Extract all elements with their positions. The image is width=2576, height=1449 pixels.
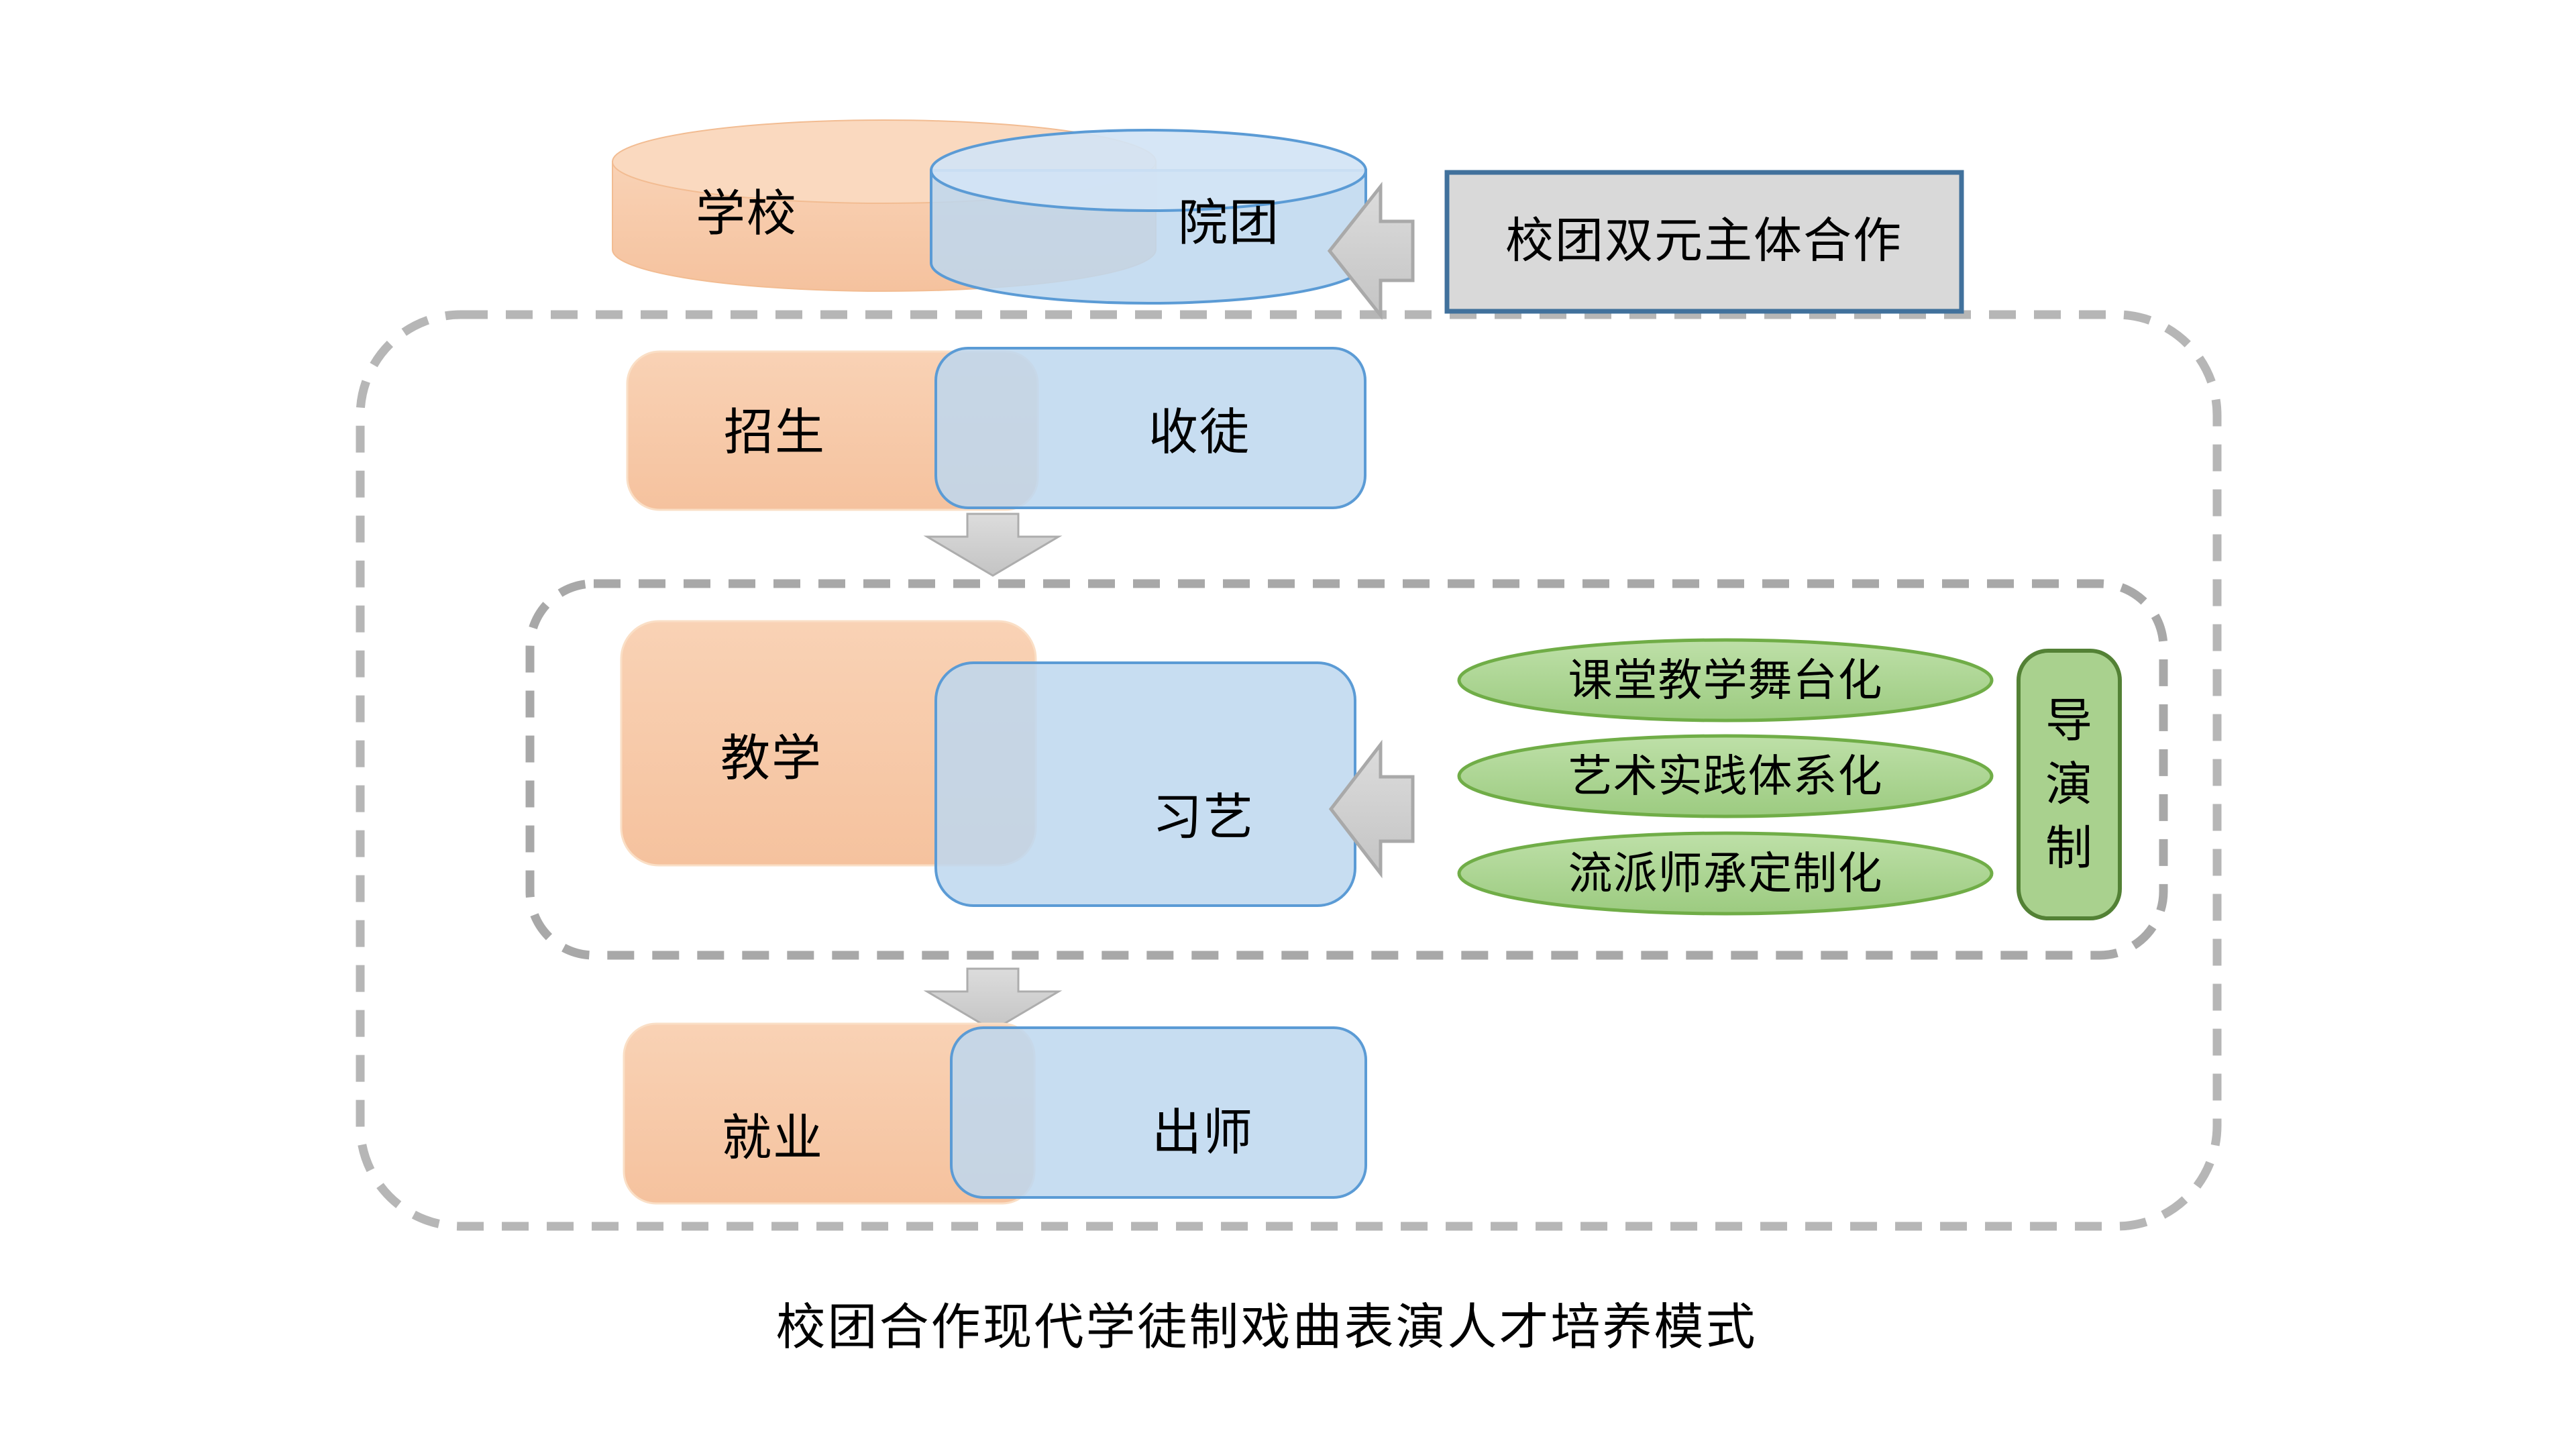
feature-oval-3 xyxy=(1457,831,1994,916)
cooperation-box-label: 校团双元主体合作 xyxy=(1505,214,1903,268)
arrow-down-2-icon xyxy=(923,967,1063,1032)
feature-oval-2 xyxy=(1457,734,1994,818)
stage3-school-label: 就业 xyxy=(722,1110,824,1166)
troupe-cylinder-label: 院团 xyxy=(1178,195,1280,251)
stage3-troupe-label: 出师 xyxy=(1152,1104,1254,1161)
stage2-troupe-label: 习艺 xyxy=(1152,789,1254,845)
arrow-left-cooperation-icon xyxy=(1327,181,1415,321)
arrow-down-1-icon xyxy=(923,513,1063,577)
feature-label-3: 流派师承定制化 xyxy=(1568,848,1883,898)
stage2-troupe-box xyxy=(934,661,1356,907)
arrow-left-features-icon xyxy=(1328,739,1415,879)
director-system-bar xyxy=(2017,649,2122,920)
feature-label-1: 课堂教学舞台化 xyxy=(1568,655,1883,705)
stage1-troupe-label: 收徒 xyxy=(1148,404,1250,460)
inner-dashed-frame xyxy=(525,579,2168,960)
stage3-troupe-box xyxy=(950,1026,1367,1199)
stage1-troupe-box xyxy=(934,347,1366,509)
school-cylinder-label: 学校 xyxy=(696,185,798,241)
stage2-school-label: 教学 xyxy=(720,730,822,786)
outer-dashed-frame xyxy=(356,310,2222,1231)
diagram-caption: 校团合作现代学徒制戏曲表演人才培养模式 xyxy=(775,1299,1758,1355)
feature-label-2: 艺术实践体系化 xyxy=(1568,751,1883,801)
troupe-cylinder xyxy=(930,129,1367,305)
director-system-label: 导演制 xyxy=(2045,694,2094,875)
troupe-cylinder-top xyxy=(930,129,1367,212)
stage1-school-label: 招生 xyxy=(724,404,826,460)
feature-oval-1 xyxy=(1457,638,1994,722)
cooperation-box xyxy=(1444,170,1964,314)
